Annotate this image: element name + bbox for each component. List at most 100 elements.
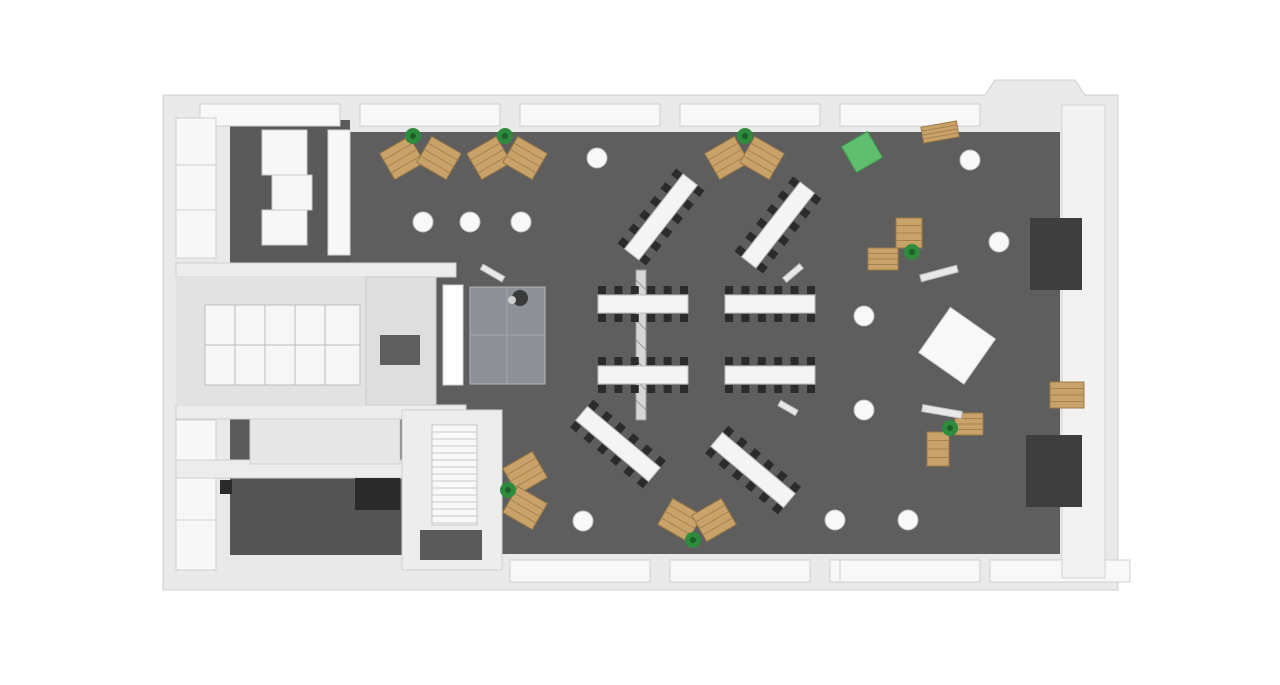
round-stool-icon [824,509,846,531]
round-stool-icon [897,509,919,531]
chair-icon [630,385,639,393]
chair-icon [745,480,757,492]
chair-icon [763,459,775,471]
window-south [509,559,651,583]
plant-center [502,133,508,139]
pallet-seat [926,431,950,467]
chair-icon [630,314,639,322]
chair-icon [810,193,822,205]
bench [777,399,799,417]
chair-icon [680,385,688,393]
chair-icon [757,286,766,294]
chair-icon [663,357,672,365]
kitchen-units [261,129,351,256]
chair-icon [788,221,801,233]
chair-icon [661,226,673,239]
table-with-chairs [734,176,822,274]
chair-icon [641,444,653,456]
chair-icon [663,385,672,393]
table-with-chairs [597,357,689,393]
table-with-chairs [617,168,705,266]
pallet-seat [416,135,462,181]
chair-icon [790,357,799,365]
table [724,294,816,314]
chair-icon [741,385,750,393]
chair-icon [610,454,622,466]
chair-icon [598,286,606,294]
appliance-block-2 [271,174,313,211]
plant-group [405,128,958,548]
chair-icon [614,357,623,365]
chair-icon [598,385,606,393]
pallet-seat [895,217,923,249]
dark-appliance-small [220,480,232,494]
table [623,173,699,261]
pallet-seat [502,135,548,181]
chair-icon [654,455,666,467]
chair-icon [725,385,733,393]
chair-icon [601,410,613,423]
window-north [839,103,981,127]
chair-icon [647,385,656,393]
chair-icon [682,199,694,211]
chair-icon [755,217,768,229]
chair-icon [693,185,705,197]
chair-icon [756,262,768,274]
round-stool-icon [510,211,532,233]
chair-icon [790,385,799,393]
chair-icon [789,481,801,493]
chair-icon [638,209,651,221]
chair-icon [671,168,683,180]
chair-icon [617,237,629,249]
small-room [249,418,401,465]
table [597,294,689,314]
pallet-seat [920,120,960,144]
chair-icon [807,286,815,294]
pallet-seat [466,135,512,181]
chair-icon [596,443,608,455]
chair-icon [649,195,661,208]
chair-icon [623,465,635,478]
table [597,365,689,385]
chair-icon [807,357,815,365]
chair-icon [614,314,623,322]
chair-icon [757,357,766,365]
north-windows [199,103,981,127]
chair-icon [723,425,735,437]
lounge-cube [918,306,997,385]
bench-group [479,262,963,419]
chair-icon [663,286,672,294]
chair-icon [741,314,750,322]
plant-center [410,133,416,139]
chair-icon [774,357,783,365]
chair-icon [725,286,733,294]
plant-center [742,133,748,139]
round-stool-icon [586,147,608,169]
chair-icon [663,314,672,322]
chair-icon [774,314,783,322]
chair-icon [757,314,766,322]
chair-icon [639,254,651,266]
window-north [359,103,501,127]
round-stool-icon [853,305,875,327]
chair-icon [598,357,606,365]
plant-center [909,249,915,255]
chair-icon [734,245,746,257]
chair-icon [628,433,640,445]
chair-icon [741,357,750,365]
plant-center [947,425,953,431]
pallet-seat [502,450,548,496]
stairs [431,424,478,526]
pallet-seat [704,135,750,181]
chair-icon [680,314,688,322]
chair-icon [771,503,783,515]
appliance-block-1 [261,129,308,176]
table [710,431,796,509]
chair-icon [705,447,717,459]
window-south [989,559,1131,583]
table-with-chairs [597,286,689,322]
stool-group [412,147,1010,532]
pallet-seat [502,485,548,531]
chair-icon [583,432,595,444]
pallet-seat [739,135,785,181]
